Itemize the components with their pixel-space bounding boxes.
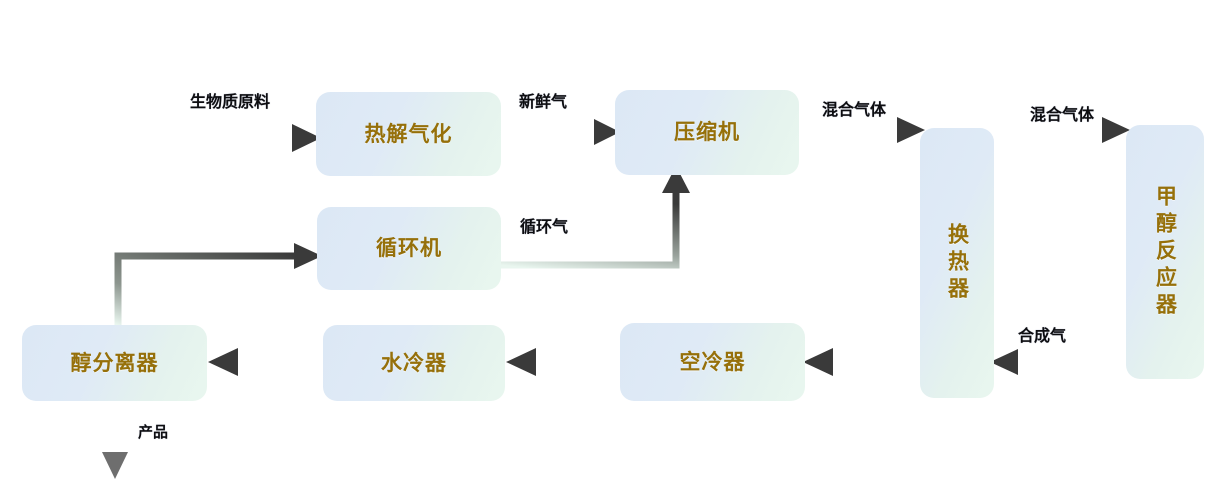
node-pyrolysis-gasifier[interactable]: 热解气化 [316,92,501,176]
node-air-cooler[interactable]: 空冷器 [620,323,805,401]
arrow-reactor-to-heat-exchanger [990,349,1126,375]
arrow-recycler-to-compressor [501,166,690,269]
stream-label-product: 产品 [138,423,169,441]
node-alcohol-separator[interactable]: 醇分离器 [22,325,207,401]
node-heat-exchanger[interactable]: 换热器 [920,128,994,398]
node-label-compressor: 压缩机 [674,120,740,145]
stream-label-syngas: 合成气 [1018,326,1067,345]
node-methanol-reactor[interactable]: 甲醇反应器 [1126,125,1204,379]
arrow-separator-to-recycler [114,243,322,325]
arrow-air-cooler-to-water-cooler [506,348,620,376]
node-label-water-cooler: 水冷器 [381,350,447,375]
arrow-water-cooler-to-separator [208,348,323,376]
node-recycler[interactable]: 循环机 [317,207,501,290]
node-label-heat-exchanger: 换热器 [945,222,970,304]
stream-label-mixed-gas-2: 混合气体 [1030,105,1095,124]
stream-label-mixed-gas-1: 混合气体 [822,100,887,119]
arrow-heat-exchanger-to-reactor [994,117,1130,143]
stream-label-fresh-gas: 新鲜气 [519,92,568,111]
node-compressor[interactable]: 压缩机 [615,90,799,175]
node-label-recycler: 循环机 [376,236,442,261]
stream-label-recycle-gas: 循环气 [520,217,569,236]
arrow-feedstock-to-pyrolysis [189,124,321,152]
arrow-heat-exchanger-to-air-cooler [803,348,920,376]
node-label-alcohol-separator: 醇分离器 [70,350,159,375]
stream-label-biomass-feedstock: 生物质原料 [190,92,271,111]
node-label-methanol-reactor: 甲醇反应器 [1153,184,1178,320]
arrow-compressor-to-heat-exchanger [799,117,925,143]
arrow-separator-to-product [102,401,128,479]
node-water-cooler[interactable]: 水冷器 [323,325,505,401]
node-label-air-cooler: 空冷器 [679,349,746,374]
node-label-pyrolysis-gasifier: 热解气化 [364,121,453,146]
arrow-pyrolysis-to-compressor [501,119,620,145]
